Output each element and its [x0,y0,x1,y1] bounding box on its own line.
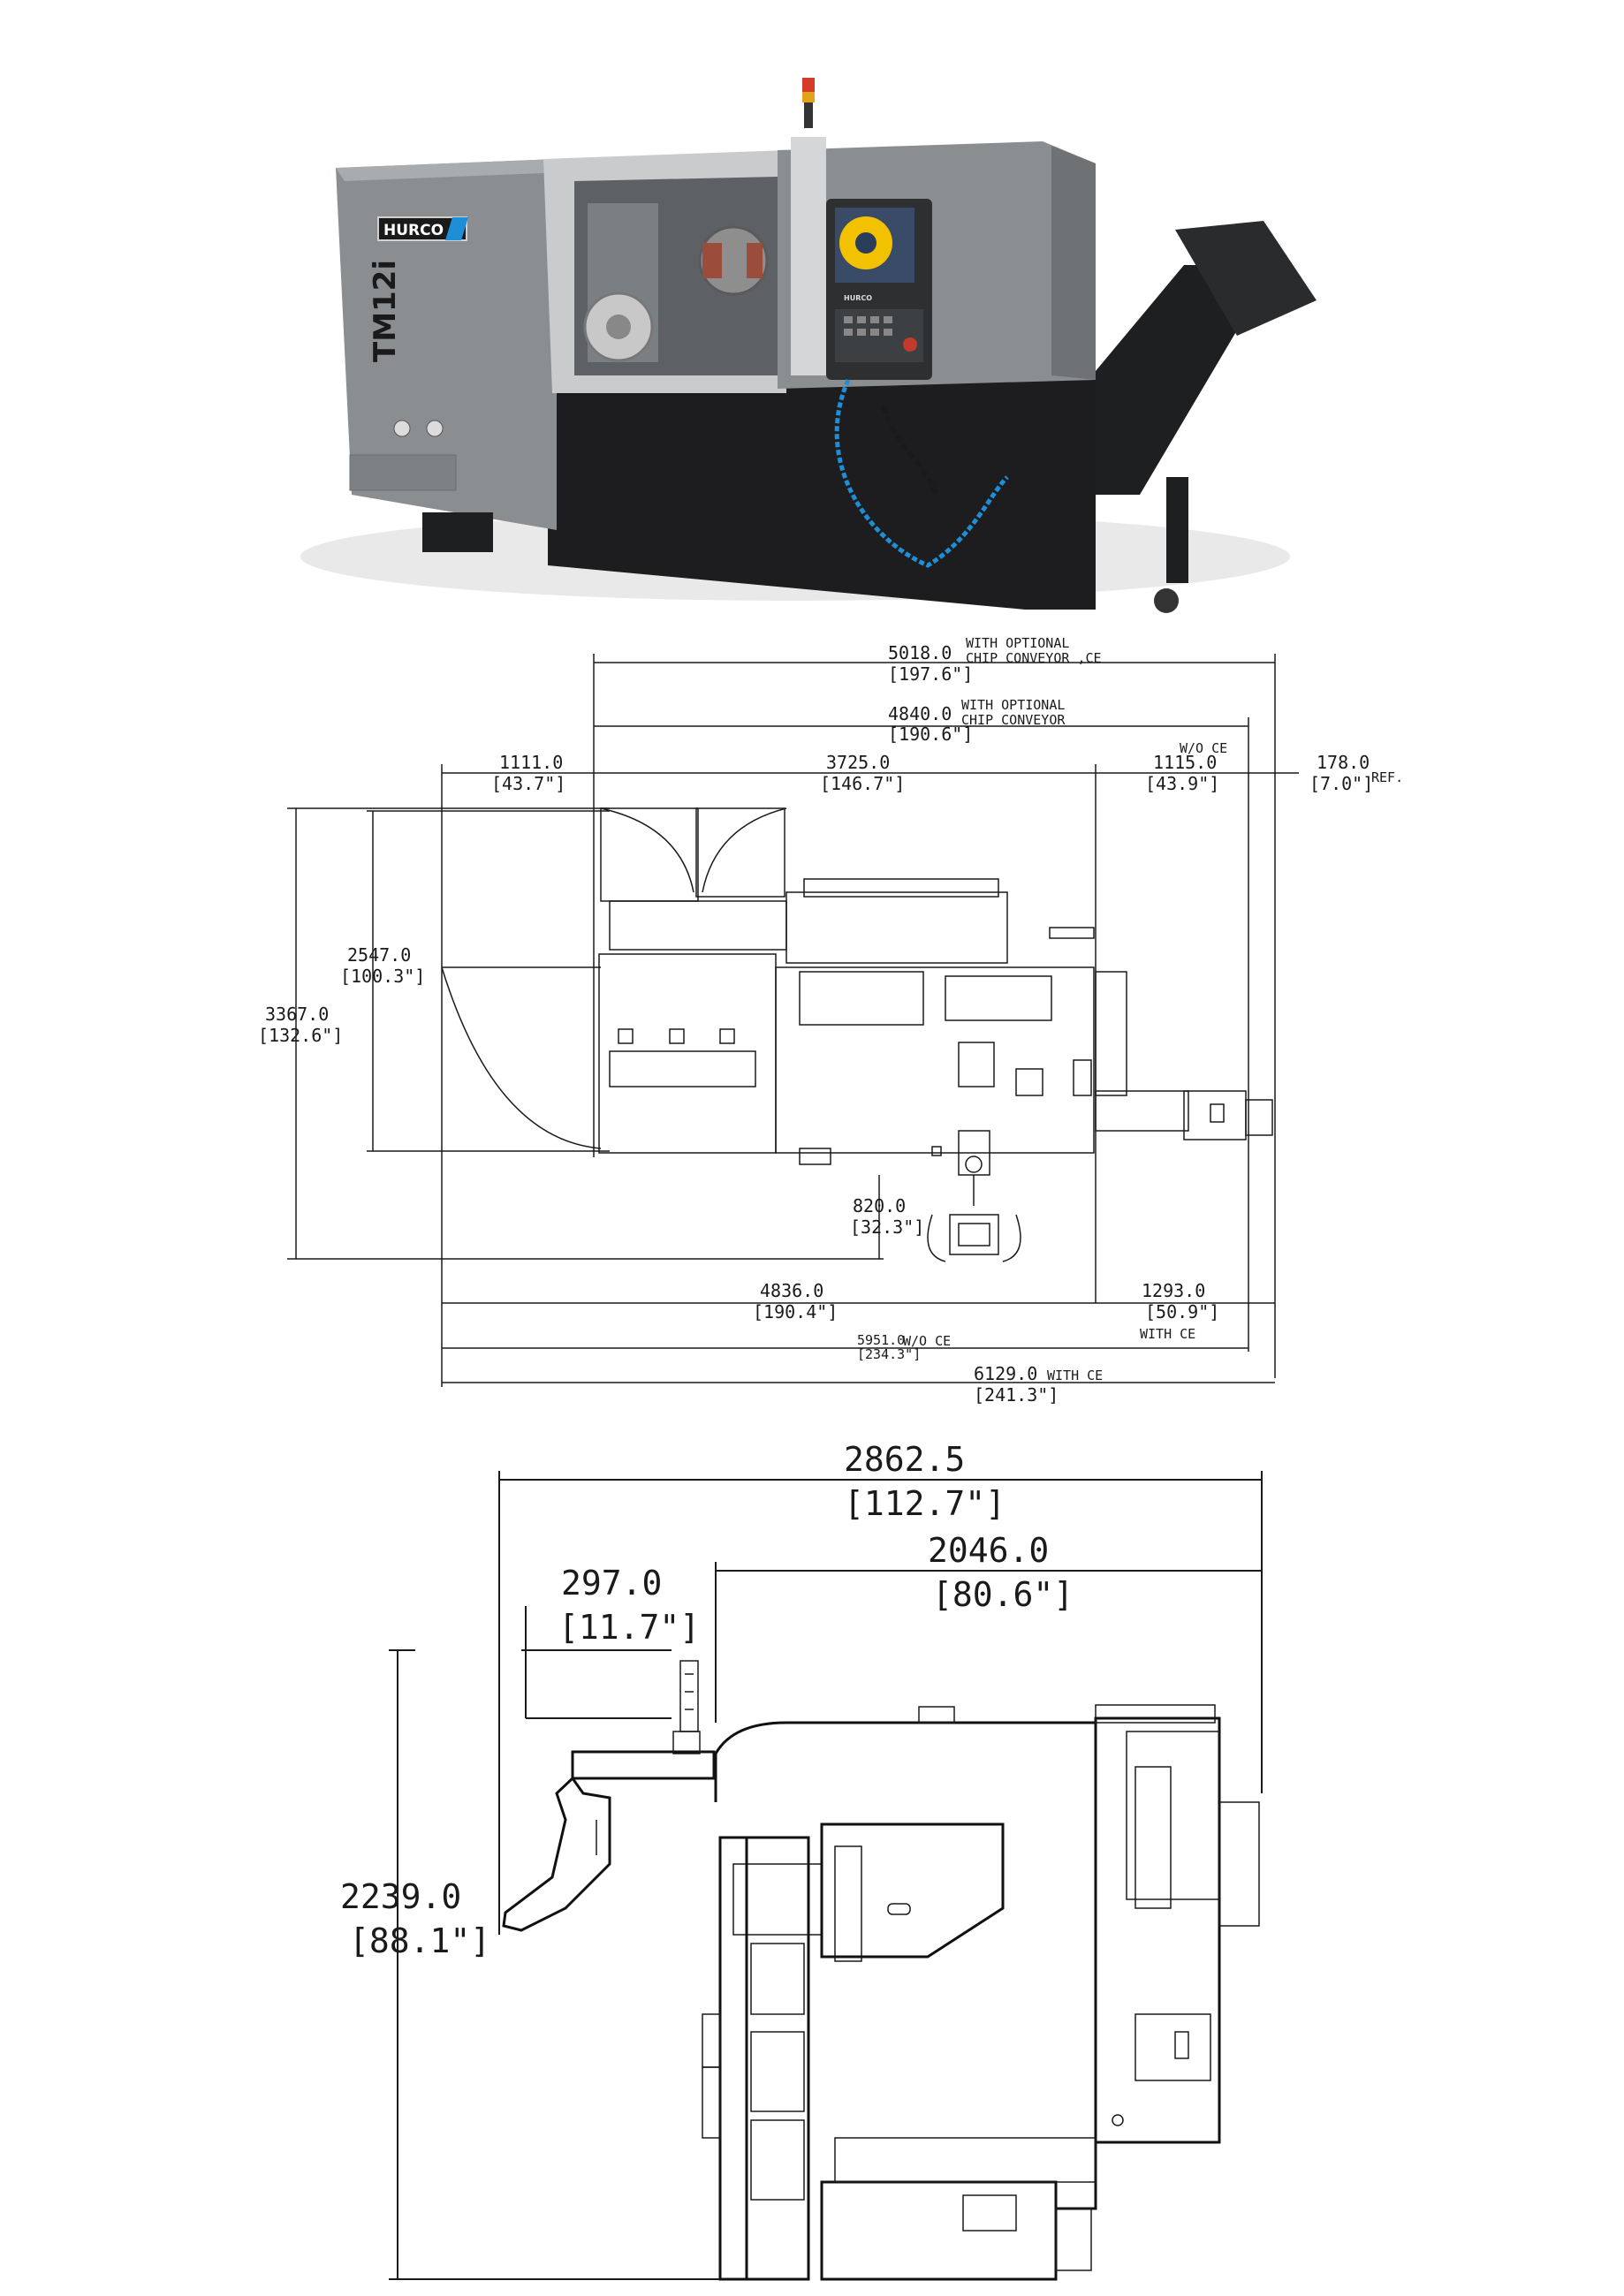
dim-2862-value: 2862.5 [844,1440,965,1479]
dim-4836-value: 4836.0 [760,1280,823,1301]
machine-photo: HURCO TM12i HURCO [300,78,1317,613]
dim-1293-inch: [50.9"] [1145,1301,1219,1322]
dim-4840-note1: WITH OPTIONAL [961,697,1065,713]
hurco-logo: HURCO [377,216,468,241]
model-label: TM12i [368,260,403,362]
dim-6129-value: 6129.0 [974,1363,1037,1384]
dim-2239-inch: [88.1"] [349,1921,490,1960]
dim-820-inch: [32.3"] [850,1216,924,1238]
dim-5951-value: 5951.0 [857,1332,905,1348]
coolant-hose [834,378,1009,568]
brand-logo-text: HURCO [383,222,444,239]
dim-1115-value: 1115.0 [1153,752,1217,773]
dim-4840-inch: [190.6"] [888,724,973,745]
dim-1115-inch: [43.9"] [1145,773,1219,794]
dim-2046-inch: [80.6"] [932,1575,1074,1614]
dim-5018-inch: [197.6"] [888,663,973,685]
screen-brand-text: HURCO [844,294,872,302]
dim-3367-value: 3367.0 [265,1004,329,1025]
dim-5018-note2: CHIP CONVEYOR ,CE [966,650,1102,666]
dim-4836-inch: [190.4"] [753,1301,838,1322]
side-view-drawing [389,1471,1263,2281]
dim-178-value: 178.0 [1317,752,1370,773]
gauge-icon [426,420,444,437]
control-panel: HURCO [826,199,932,380]
dim-wo-ce-top: W/O CE [1180,740,1227,756]
dim-5018-note1: WITH OPTIONAL [966,635,1069,651]
side-view-dimensions: 2862.5 [112.7"] 2046.0 [80.6"] 297.0 [11… [340,1440,1074,1960]
dim-1293-value: 1293.0 [1142,1280,1205,1301]
dim-6129-inch: [241.3"] [974,1384,1059,1406]
dim-178-inch: [7.0"] [1309,773,1373,794]
dim-5951-inch: [234.3"] [857,1346,921,1362]
dim-3367-inch: [132.6"] [258,1025,343,1046]
dim-6129-note: WITH CE [1047,1368,1103,1383]
dim-5018-value: 5018.0 [888,642,952,663]
dim-2862-inch: [112.7"] [844,1484,1006,1523]
dim-297-inch: [11.7"] [558,1608,700,1647]
dim-5951-note: W/O CE [903,1333,951,1349]
dim-3725-value: 3725.0 [826,752,890,773]
dim-1111-value: 1111.0 [499,752,563,773]
dim-2046-value: 2046.0 [928,1531,1049,1570]
dim-178-ref: REF. [1371,769,1403,785]
dim-4840-value: 4840.0 [888,703,952,724]
dim-2239-value: 2239.0 [340,1877,461,1916]
dim-820-value: 820.0 [853,1195,906,1216]
dim-3725-inch: [146.7"] [820,773,905,794]
plan-view-drawing [287,654,1299,1387]
dim-297-value: 297.0 [561,1564,662,1603]
gauge-icon [393,420,411,437]
dim-2547-value: 2547.0 [347,944,411,966]
dim-1111-inch: [43.7"] [491,773,565,794]
dim-4840-note2: CHIP CONVEYOR [961,712,1066,728]
dim-2547-inch: [100.3"] [340,966,425,987]
plan-view-dimensions: 5018.0 [197.6"] WITH OPTIONAL CHIP CONVE… [258,635,1403,1406]
dim-1293-note: WITH CE [1140,1326,1195,1342]
